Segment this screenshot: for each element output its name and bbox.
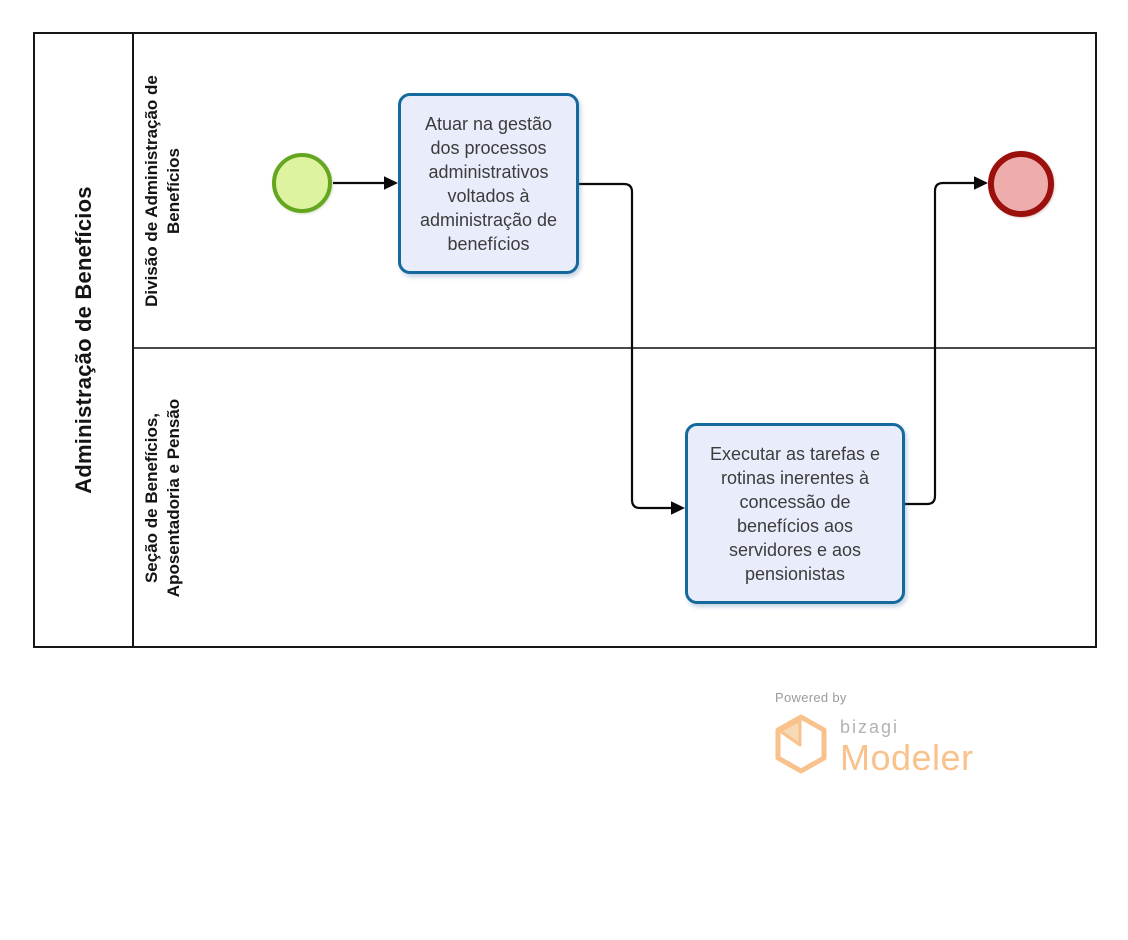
lane-secao-label: Seção de Benefícios, Aposentadoria e Pen… (141, 398, 185, 596)
lane-secao-label-line2: Aposentadoria e Pensão (164, 398, 183, 597)
powered-by-text: Powered by (775, 690, 847, 705)
lane-secao-beneficios[interactable]: Seção de Benefícios, Aposentadoria e Pen… (134, 347, 1095, 646)
task-executar-tarefas[interactable]: Executar as tarefas e rotinas inerentes … (685, 423, 905, 604)
end-event[interactable] (988, 151, 1054, 217)
task-atuar-gestao-label: Atuar na gestão dos processos administra… (419, 113, 558, 254)
task-executar-tarefas-label: Executar as tarefas e rotinas inerentes … (709, 443, 881, 584)
pool-title: Administração de Benefícios (70, 186, 96, 494)
lane-divisao-label-line1: Divisão de Administração de (142, 74, 161, 307)
lane-divisao-header: Divisão de Administração de Benefícios (134, 34, 192, 347)
lane-divisao-label: Divisão de Administração de Benefícios (141, 75, 185, 307)
bizagi-modeler-logo: Powered by bizagi Modeler (775, 690, 974, 779)
lane-secao-header: Seção de Benefícios, Aposentadoria e Pen… (134, 349, 192, 646)
bizagi-box-icon (775, 714, 827, 774)
lane-divisao-label-line2: Benefícios (164, 147, 183, 234)
task-atuar-gestao[interactable]: Atuar na gestão dos processos administra… (398, 93, 579, 274)
lanes-container: Divisão de Administração de Benefícios S… (134, 34, 1095, 646)
lane-secao-label-line1: Seção de Benefícios, (142, 412, 161, 583)
pool-header[interactable]: Administração de Benefícios (35, 34, 134, 646)
start-event[interactable] (272, 153, 332, 213)
modeler-wordmark: Modeler (840, 737, 974, 778)
bizagi-wordmark: bizagi (840, 717, 900, 737)
